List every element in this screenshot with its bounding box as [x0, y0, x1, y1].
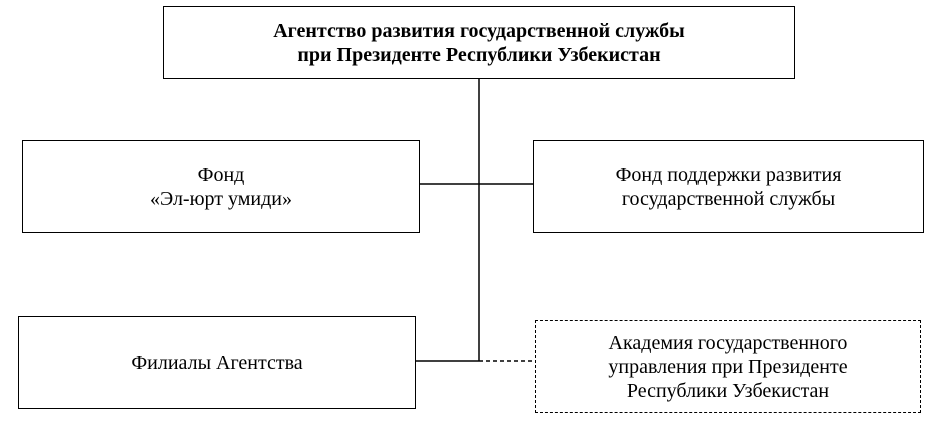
civil-service-support-fund-label: Фонд поддержки развития государственной …: [615, 163, 842, 210]
academy-box: Академия государственного управления при…: [535, 320, 921, 413]
el-yurt-umidi-fund-box: Фонд «Эл-юрт умиди»: [22, 140, 420, 233]
el-yurt-umidi-fund-label: Фонд «Эл-юрт умиди»: [150, 163, 292, 210]
agency-branches-label: Филиалы Агентства: [131, 351, 303, 374]
academy-label: Академия государственного управления при…: [608, 331, 848, 402]
agency-label: Агентство развития государственной служб…: [273, 19, 685, 66]
agency-branches-box: Филиалы Агентства: [18, 316, 416, 409]
agency-box: Агентство развития государственной служб…: [163, 6, 795, 79]
civil-service-support-fund-box: Фонд поддержки развития государственной …: [533, 140, 924, 233]
